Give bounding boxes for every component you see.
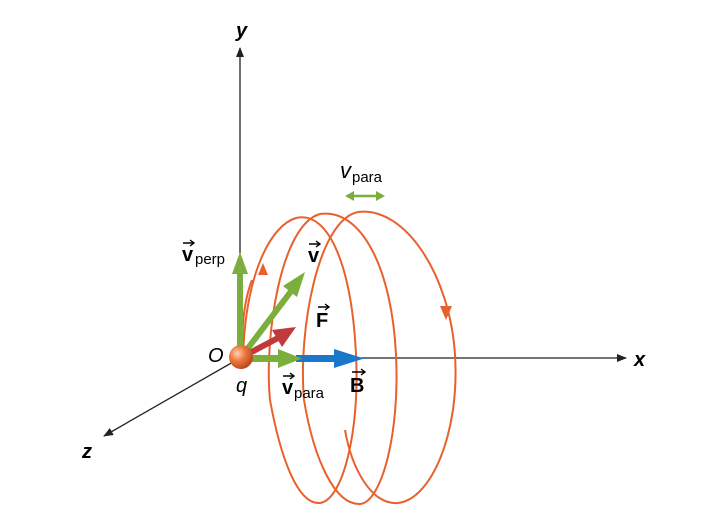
force-label: F — [316, 303, 331, 332]
charge-particle — [229, 345, 253, 369]
x-axis-label: x — [633, 349, 646, 371]
svg-text:para: para — [294, 385, 325, 402]
svg-text:para: para — [352, 169, 383, 186]
v-para-label: v para — [282, 372, 325, 402]
vector-arrow-mark — [352, 368, 367, 376]
helix-loop-3 — [301, 210, 457, 505]
y-axis-label: y — [235, 20, 248, 42]
v-arrow — [239, 272, 305, 358]
helix-loop-2 — [267, 212, 398, 506]
helix-arrow-down — [440, 306, 452, 320]
svg-text:perp: perp — [195, 251, 225, 268]
b-field-arrow — [296, 349, 364, 368]
origin-label: O — [208, 345, 224, 367]
drift-double-arrow — [345, 191, 385, 201]
svg-text:v: v — [182, 244, 194, 266]
vector-arrow-mark — [318, 303, 331, 311]
drift-label: v para — [340, 158, 383, 186]
b-field-label: B — [350, 368, 367, 397]
helix-arrow-up — [258, 263, 268, 275]
svg-text:v: v — [282, 377, 294, 399]
vector-arrow-mark — [309, 240, 322, 248]
svg-text:B: B — [350, 375, 364, 397]
helix-loop-1 — [242, 216, 358, 505]
v-perp-label: v perp — [182, 239, 225, 268]
v-para-arrow — [244, 349, 302, 368]
v-perp-arrow — [232, 252, 248, 358]
v-label: v — [308, 240, 322, 267]
svg-text:F: F — [316, 310, 328, 332]
vector-arrow-mark — [283, 372, 296, 380]
vector-arrow-mark — [183, 239, 196, 247]
svg-text:v: v — [308, 245, 320, 267]
z-axis-line — [103, 357, 241, 437]
z-axis-label: z — [81, 441, 92, 463]
svg-text:v: v — [340, 158, 353, 183]
charge-label: q — [236, 375, 247, 397]
